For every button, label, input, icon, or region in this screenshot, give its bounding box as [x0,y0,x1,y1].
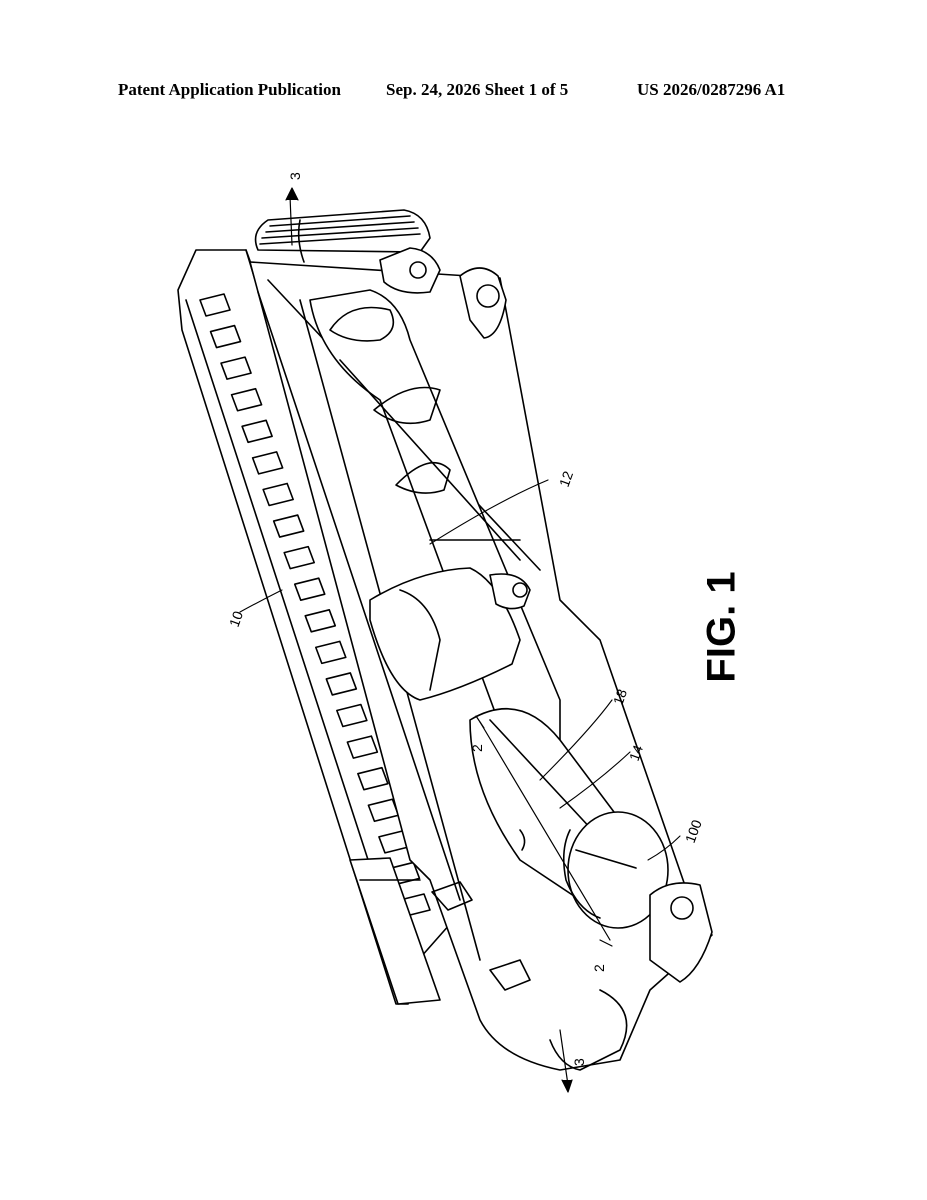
rail-tooth [283,545,316,570]
section-2-top: 2 [469,744,485,752]
leader-18 [539,699,613,781]
section-2-bottom: 2 [591,964,607,972]
mid-collar [369,567,531,701]
rail-tooth [241,419,273,444]
front-lug [549,882,713,1071]
rail-tooth [199,293,231,317]
leader-100 [647,835,681,861]
ref-10: 10 [226,609,246,629]
rail-tooth [251,451,284,475]
leader-10 [239,589,283,613]
section-line-2 [475,715,613,947]
rail-tooth [346,735,379,759]
ref-14: 14 [626,743,646,763]
rail-tooth [304,608,337,633]
publication-date-sheet: Sep. 24, 2026 Sheet 1 of 5 [386,80,569,99]
rail-tooth [293,577,326,602]
publication-type: Patent Application Publication [118,80,341,99]
figure-label: FIG. 1 [699,571,744,683]
rail-tooth [209,324,242,349]
leader-14 [559,751,631,809]
rail-tooth [325,672,358,696]
section-3-bottom: 3 [571,1058,587,1066]
section-3-top: 3 [287,172,303,180]
rail-tooth [272,514,305,538]
leader-12 [429,479,549,545]
rail-tooth [357,766,389,791]
publication-number: US 2026/0287296 A1 [637,80,786,99]
ref-18: 18 [610,687,630,707]
rear-lug [379,247,507,339]
ref-12: 12 [556,469,576,489]
section-line-3 [285,187,573,1093]
rail-tooth [314,640,347,665]
rail-tooth [220,356,252,380]
threaded-nut [254,209,431,263]
rail-tooth [262,482,294,507]
rail-tooth [336,703,368,728]
rail-tooth [230,387,263,412]
ref-100: 100 [682,817,705,845]
